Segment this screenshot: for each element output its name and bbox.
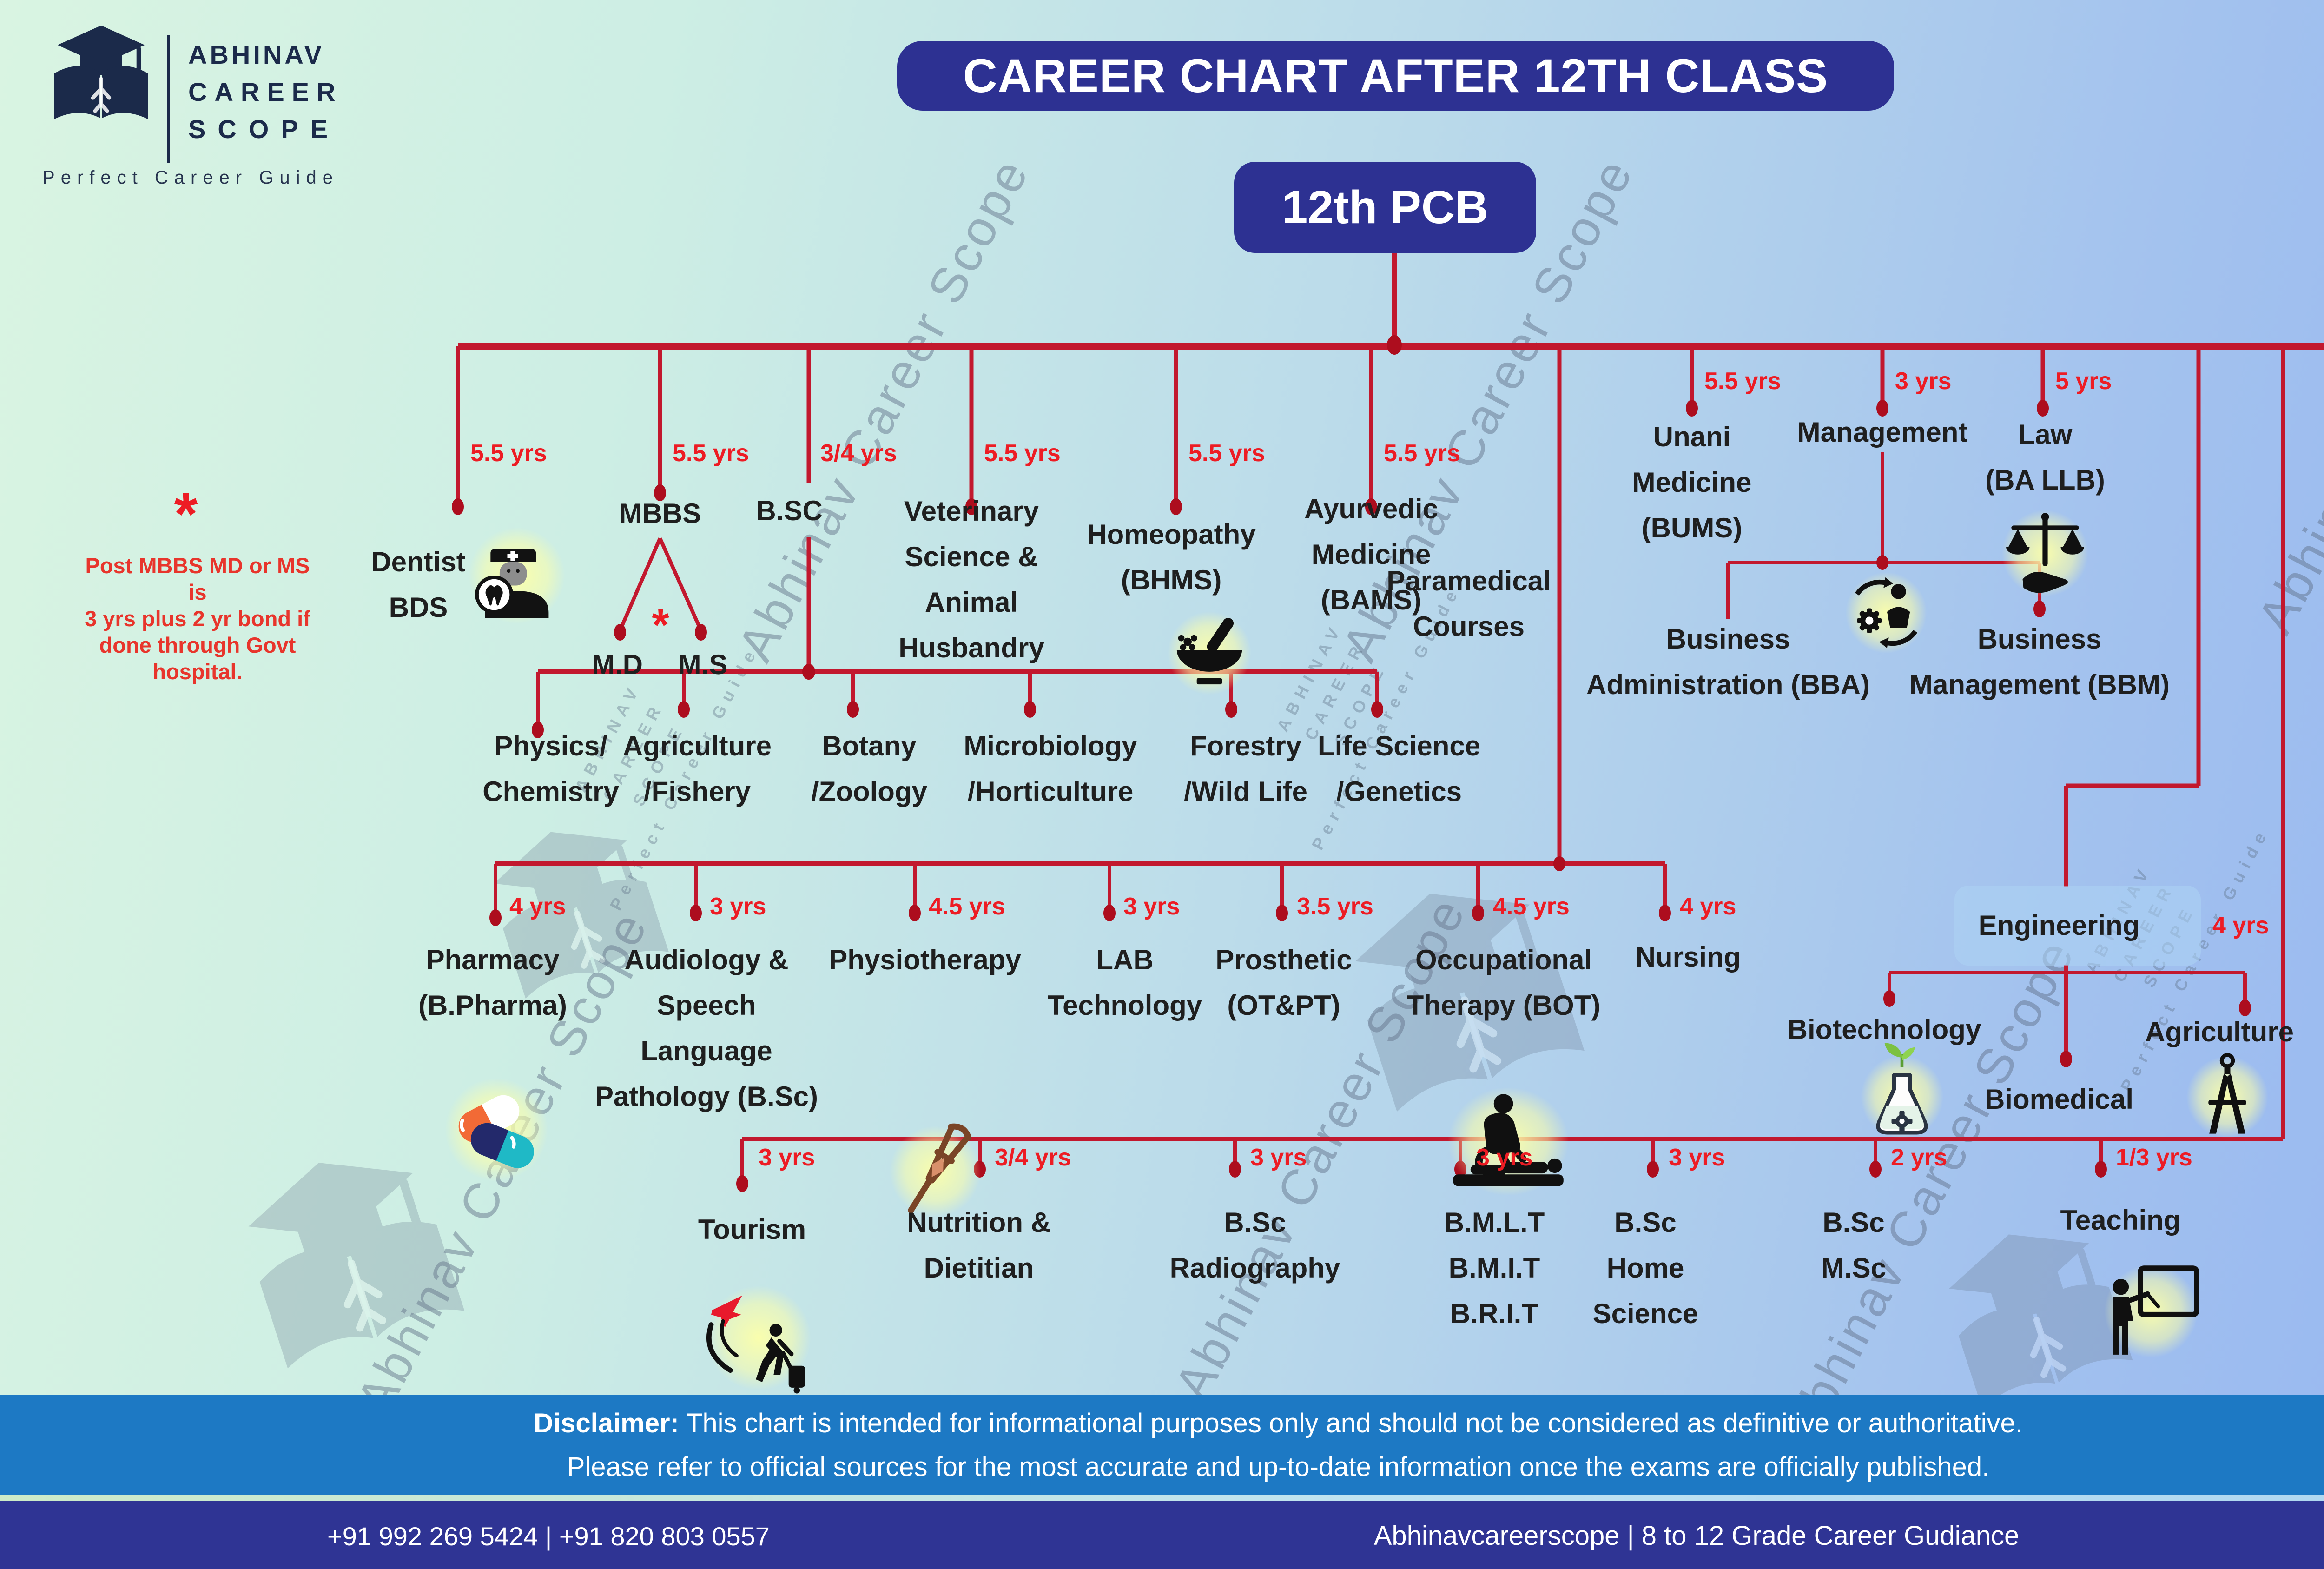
node-lifescience-genetics: Life Science /Genetics (1317, 730, 1481, 807)
duration-home-science: 3 yrs (1669, 1144, 1725, 1171)
duration-lab-technology: 3 yrs (1123, 893, 1180, 920)
node-ayurvedic: Ayurvedic Medicine (BAMS) (1304, 493, 1438, 616)
node-audiology-speech: Audiology & Speech Language Pathology (B… (594, 944, 819, 1112)
node-pharmacy: Pharmacy (B.Pharma) (418, 944, 568, 1021)
node-bbm: Business Management (BBM) (1909, 623, 2170, 700)
node-unani: Unani Medicine (BUMS) (1632, 421, 1752, 543)
node-tourism: Tourism (698, 1214, 806, 1245)
node-bsc: B.SC (756, 495, 823, 526)
node-bmlt-bmit-brit: B.M.L.T B.M.I.T B.R.I.T (1444, 1207, 1545, 1329)
duration-occupational-therapy: 4.5 yrs (1493, 893, 1570, 920)
node-engineering: Engineering (1978, 910, 2140, 941)
occupational-therapy-icon (1447, 1087, 1569, 1195)
node-md: M.D (592, 649, 643, 680)
dentist-icon (469, 527, 565, 624)
page-title-text: CAREER CHART AFTER 12TH CLASS (963, 49, 1829, 102)
node-veterinary: Veterinary Science & Animal Husbandry (898, 496, 1044, 663)
duration-bmlt: 3 yrs (1476, 1144, 1533, 1171)
node-microbiology-horticulture: Microbiology /Horticulture (964, 730, 1137, 807)
node-homeopathy: Homeopathy (BHMS) (1087, 519, 1256, 596)
node-biotechnology: Biotechnology (1787, 1014, 1981, 1045)
duration-management: 3 yrs (1895, 368, 1952, 395)
note-asterisk: * (174, 480, 198, 548)
footer-phone-numbers: +91 992 269 5424 | +91 820 803 0557 (327, 1522, 770, 1551)
node-dentist-bds: Dentist BDS (371, 546, 466, 623)
stream-badge-12th-pcb: 12th PCB (1234, 162, 1536, 253)
footer-brand-text: Abhinavcareerscope | 8 to 12 Grade Caree… (1373, 1521, 2020, 1551)
node-mbbs: MBBS (619, 498, 701, 529)
node-nursing: Nursing (1635, 941, 1741, 973)
pharmacy-capsules-icon (444, 1078, 548, 1182)
node-nutrition-dietitian: Nutrition & Dietitian (907, 1207, 1051, 1284)
footer-band (0, 1501, 2324, 1569)
biotechnology-flask-icon (1860, 1043, 1944, 1139)
divider-strip (0, 1495, 2324, 1501)
node-occupational-therapy: Occupational Therapy (BOT) (1406, 944, 1601, 1021)
disclaimer-line1: Disclaimer: This chart is intended for i… (46, 1408, 2324, 1439)
node-bsc-radiography: B.Sc Radiography (1169, 1207, 1340, 1284)
node-paramedical-courses: Paramedical Courses (1386, 565, 1551, 642)
duration-audiology: 3 yrs (710, 893, 766, 920)
engineering-highlight-box (1954, 886, 2201, 966)
duration-dentist: 5.5 yrs (470, 440, 547, 467)
node-botany-zoology: Botany /Zoology (811, 730, 927, 807)
brand-divider (167, 35, 170, 163)
stream-badge-text: 12th PCB (1281, 181, 1489, 233)
node-bsc-msc: B.Sc M.Sc (1821, 1207, 1887, 1284)
duration-ayurvedic: 5.5 yrs (1384, 440, 1460, 467)
note-post-mbbs: Post MBBS MD or MS is 3 yrs plus 2 yr bo… (85, 553, 310, 684)
disclaimer-line2-text: Please refer to official sources for the… (567, 1452, 1990, 1482)
disclaimer-line1-text: This chart is intended for informational… (679, 1408, 2023, 1438)
disclaimer-band (0, 1395, 2324, 1495)
node-bsc-home-science: B.Sc Home Science (1592, 1207, 1698, 1329)
node-forestry-wildlife: Forestry /Wild Life (1183, 730, 1308, 807)
duration-nursing: 4 yrs (1680, 893, 1736, 920)
node-bba: Business Administration (BBA) (1586, 623, 1870, 700)
node-law: Law (BA LLB) (1985, 419, 2105, 496)
node-physics-chemistry: Physics/ Chemistry (482, 730, 619, 807)
mbbs-asterisk: * (652, 600, 669, 650)
node-teaching: Teaching (2060, 1205, 2181, 1236)
node-physiotherapy: Physiotherapy (829, 944, 1021, 975)
node-agriculture-engineering: Agriculture (2145, 1016, 2294, 1047)
duration-engineering: 4 yrs (2212, 912, 2269, 939)
duration-mbbs: 5.5 yrs (673, 440, 749, 467)
duration-radiography: 3 yrs (1250, 1144, 1307, 1171)
teaching-icon (2104, 1264, 2199, 1358)
brand-name-line3: SCOPE (188, 114, 340, 144)
mortar-pestle-icon (1168, 611, 1251, 695)
brand-name-line1: ABHINAV (188, 40, 324, 69)
duration-prosthetic: 3.5 yrs (1297, 893, 1373, 920)
drafting-compass-icon (2186, 1053, 2268, 1138)
physiotherapy-crutch-icon (890, 1123, 981, 1217)
duration-bsc-msc: 2 yrs (1891, 1144, 1948, 1171)
justice-scales-icon (2001, 510, 2089, 597)
node-management: Management (1797, 417, 1968, 448)
node-ms: M.S (678, 649, 728, 680)
node-biomedical: Biomedical (1984, 1084, 2134, 1115)
disclaimer-line2: Please refer to official sources for the… (46, 1451, 2324, 1483)
duration-tourism: 3 yrs (759, 1144, 815, 1171)
duration-bsc: 3/4 yrs (820, 440, 897, 467)
duration-nutrition: 3/4 yrs (995, 1144, 1071, 1171)
node-prosthetic: Prosthetic (OT&PT) (1215, 944, 1352, 1021)
disclaimer-label: Disclaimer: (534, 1408, 679, 1438)
duration-law: 5 yrs (2055, 368, 2112, 395)
brand-logo-icon (46, 23, 156, 140)
duration-homeopathy: 5.5 yrs (1188, 440, 1265, 467)
duration-physiotherapy: 4.5 yrs (929, 893, 1005, 920)
node-agriculture-fishery: Agriculture /Fishery (622, 730, 772, 807)
node-lab-technology: LAB Technology (1047, 944, 1202, 1021)
tourism-icon (706, 1285, 811, 1394)
page-title: CAREER CHART AFTER 12TH CLASS (897, 41, 1894, 111)
duration-unani: 5.5 yrs (1704, 368, 1781, 395)
duration-veterinary: 5.5 yrs (984, 440, 1061, 467)
duration-pharmacy: 4 yrs (509, 893, 566, 920)
brand-name-line2: CAREER (188, 77, 343, 106)
brand-tagline: Perfect Career Guide (42, 167, 339, 188)
duration-teaching: 1/3 yrs (2116, 1144, 2192, 1171)
management-icon (1845, 572, 1927, 654)
